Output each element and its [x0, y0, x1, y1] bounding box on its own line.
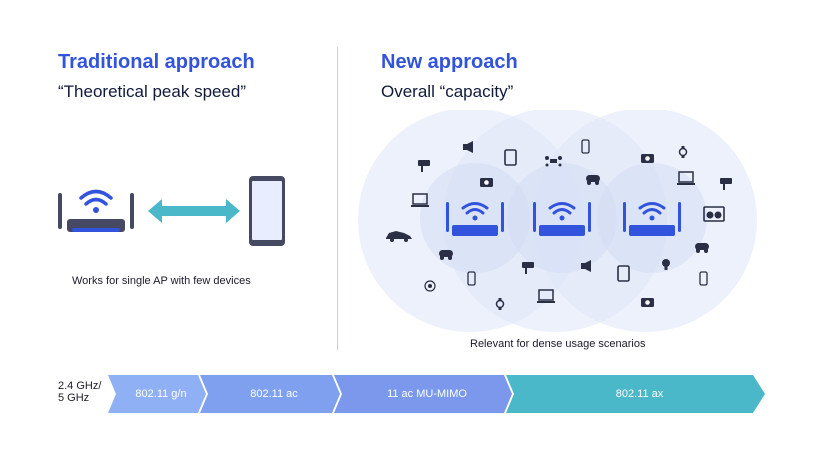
- timeline-segments: [108, 375, 765, 413]
- timeline-bar: 802.11 g/n 802.11 ac 11 ac MU-MIMO 802.1…: [108, 375, 765, 413]
- router-icon: [446, 202, 504, 236]
- bidirectional-arrow-icon: [148, 199, 240, 223]
- wifi-icon: [79, 189, 113, 206]
- watch-icon: [495, 298, 505, 310]
- security-camera-icon: [522, 262, 534, 274]
- game-controller-icon: [586, 175, 600, 185]
- light-bulb-icon: [662, 259, 670, 270]
- right-title: New approach: [381, 51, 518, 73]
- laptop-icon: [411, 193, 429, 207]
- section-divider: [337, 47, 338, 350]
- smartphone-icon: [249, 176, 285, 246]
- laptop-icon: [677, 171, 695, 185]
- band-label-line1: 2.4 GHz/: [58, 380, 102, 392]
- router-icon: [623, 202, 681, 236]
- security-camera-icon: [418, 160, 430, 172]
- security-camera-icon: [720, 178, 732, 190]
- router-icon: [533, 202, 591, 236]
- segment-mu-mimo: 11 ac MU-MIMO: [387, 388, 467, 400]
- coverage-diagram: [358, 110, 757, 332]
- band-label-line2: 5 GHz: [58, 392, 90, 404]
- drone-icon: [545, 156, 562, 167]
- car-icon: [386, 231, 412, 242]
- laptop-icon: [537, 289, 555, 303]
- tablet-icon: [617, 265, 630, 282]
- phone-icon: [467, 271, 476, 286]
- segment-gn: 802.11 g/n: [135, 388, 187, 400]
- router-icon: [58, 189, 134, 232]
- speaker-icon: [581, 260, 591, 272]
- right-caption: Relevant for dense usage scenarios: [470, 338, 646, 350]
- segment-shape-mumimo: [334, 375, 512, 413]
- camera-icon: [641, 298, 654, 307]
- right-subtitle: Overall “capacity”: [381, 82, 514, 101]
- segment-shape-ax: [506, 375, 765, 413]
- left-caption: Works for single AP with few devices: [72, 275, 251, 287]
- segment-shape-ac: [200, 375, 340, 413]
- segment-shape-gn: [108, 375, 206, 413]
- doorbell-icon: [424, 280, 436, 292]
- speaker-icon: [463, 141, 473, 153]
- washing-machine-icon: [703, 206, 725, 222]
- camera-icon: [641, 154, 654, 163]
- left-subtitle: “Theoretical peak speed”: [58, 82, 247, 101]
- segment-ax: 802.11 ax: [615, 388, 664, 400]
- game-controller-icon: [439, 250, 453, 260]
- camera-icon: [480, 178, 493, 187]
- left-title: Traditional approach: [58, 51, 255, 73]
- phone-icon: [699, 271, 708, 286]
- segment-ac: 802.11 ac: [250, 388, 298, 400]
- band-label: 2.4 GHz/ 5 GHz: [58, 380, 101, 404]
- tablet-icon: [504, 149, 517, 166]
- game-controller-icon: [695, 243, 709, 253]
- phone-icon: [581, 139, 590, 154]
- watch-icon: [678, 146, 688, 158]
